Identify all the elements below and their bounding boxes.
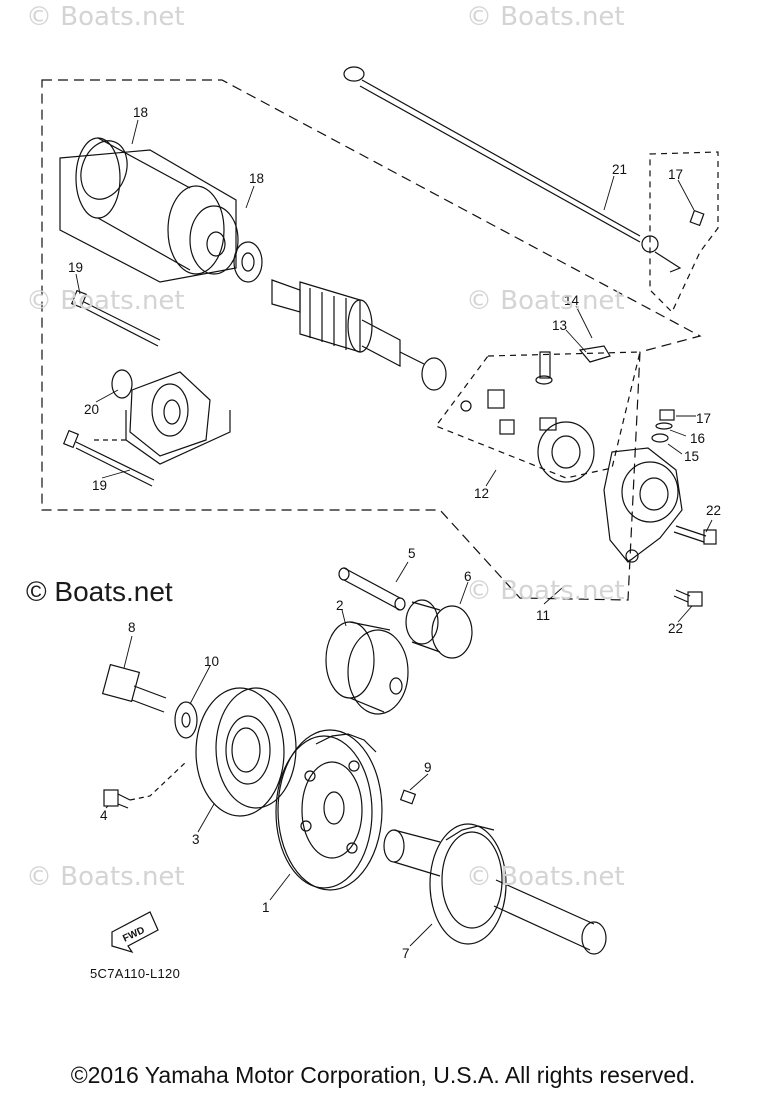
watermark: © Boats.net — [26, 2, 185, 32]
callout-9: 9 — [424, 760, 432, 775]
callout-18b: 18 — [249, 171, 264, 186]
mounting-bolt-lower — [673, 589, 703, 607]
diagram-code: 5C7A110-L120 — [90, 966, 181, 981]
copyright-footer: ©2016 Yamaha Motor Corporation, U.S.A. A… — [70, 1062, 696, 1088]
through-bolt-upper — [70, 289, 161, 347]
front-cover — [92, 371, 231, 465]
callout-22a: 22 — [706, 503, 721, 518]
armature — [271, 279, 425, 367]
callout-17a: 17 — [668, 167, 683, 182]
woodruff-key — [399, 789, 417, 805]
callout-4: 4 — [100, 808, 108, 823]
callout-21: 21 — [612, 162, 627, 177]
rear-cover — [603, 447, 683, 563]
callout-3: 3 — [192, 832, 200, 847]
brush-set-outline-12 — [435, 351, 641, 479]
watermark: © Boats.net — [466, 2, 625, 32]
o-ring — [80, 140, 128, 200]
assembly-outline-11 — [41, 79, 702, 601]
through-bolt-lower — [62, 429, 155, 487]
clutch-screw — [103, 761, 187, 809]
starter-wheel-gear — [275, 729, 383, 891]
callout-19b: 19 — [92, 478, 107, 493]
callout-5: 5 — [408, 546, 416, 561]
watermark: © Boats.net — [466, 286, 625, 316]
starter-cable — [343, 66, 682, 273]
callout-2: 2 — [336, 598, 344, 613]
callout-13: 13 — [552, 318, 567, 333]
callout-10: 10 — [204, 654, 219, 669]
brush-bolt — [535, 345, 611, 385]
callout-11: 11 — [536, 608, 550, 623]
callout-15: 15 — [684, 449, 699, 464]
callout-12: 12 — [474, 486, 489, 501]
watermark-logo: © Boats.net — [26, 576, 173, 607]
callout-16: 16 — [690, 431, 705, 446]
o-ring-small — [111, 369, 133, 399]
clutch-bolt — [101, 663, 167, 713]
fwd-arrow-icon — [111, 911, 159, 954]
idler-gear-small — [405, 599, 473, 659]
callout-17b: 17 — [696, 411, 711, 426]
callout-7: 7 — [402, 946, 410, 961]
brush-holder — [460, 389, 595, 483]
callout-20: 20 — [84, 402, 99, 417]
callout-14: 14 — [564, 293, 580, 308]
callout-22b: 22 — [668, 621, 683, 636]
watermark: © Boats.net — [26, 286, 185, 316]
callout-6: 6 — [464, 569, 472, 584]
leader-lines — [75, 119, 713, 947]
callout-8: 8 — [128, 620, 136, 635]
starter-shaft — [383, 823, 607, 955]
callout-18a: 18 — [133, 105, 148, 120]
callout-1: 1 — [262, 900, 270, 915]
motor-yoke — [59, 137, 263, 283]
idler-shaft — [338, 567, 406, 611]
nut-outline-17 — [649, 151, 719, 314]
idler-gear-large — [325, 621, 409, 715]
washer — [174, 701, 198, 739]
watermark: © Boats.net — [466, 576, 625, 606]
terminal-hardware — [651, 209, 705, 443]
mounting-bolt-upper — [673, 525, 717, 545]
bearing — [421, 357, 447, 391]
watermark: © Boats.net — [26, 862, 185, 892]
callout-19a: 19 — [68, 260, 83, 275]
one-way-clutch — [195, 687, 297, 817]
watermark: © Boats.net — [466, 862, 625, 892]
